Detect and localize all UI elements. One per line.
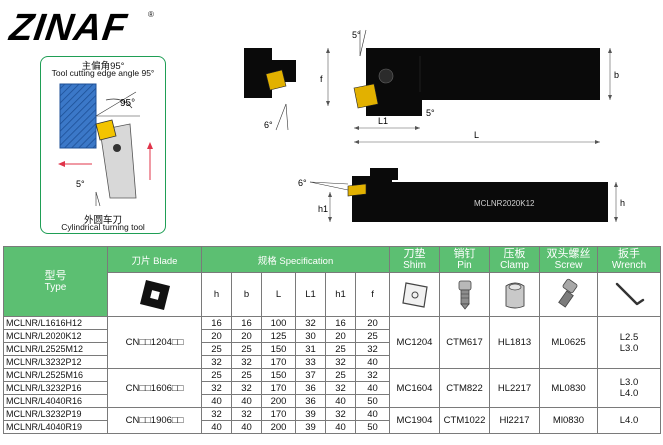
info-title-cn: 主偏角95° bbox=[81, 61, 125, 72]
tool-label: MCLNR2020K12 bbox=[474, 199, 535, 208]
table-row: MCLNR/L2525M12 25 25 150 31 25 32 bbox=[3, 342, 661, 356]
cutting-angle-diagram: 95° 5° bbox=[58, 83, 153, 207]
header-spec: 规格 Specification bbox=[200, 246, 391, 273]
shim-cell: MC1204 bbox=[389, 316, 441, 369]
sub-f: f bbox=[354, 272, 391, 317]
clamp-cell: Hl2217 bbox=[489, 407, 541, 434]
detail-holder-shape bbox=[244, 48, 272, 98]
wrench-icon-cell bbox=[597, 272, 662, 317]
screw-icon-cell bbox=[539, 272, 599, 317]
arrow-up-icon bbox=[147, 142, 153, 149]
shim-cell: MC1904 bbox=[389, 407, 441, 434]
tool-holder-shape bbox=[99, 123, 137, 199]
dim-l-label: L bbox=[474, 130, 479, 140]
clamp-icon bbox=[505, 282, 524, 308]
holder-shank-shape bbox=[420, 48, 600, 100]
holder-insert-shape bbox=[353, 83, 379, 109]
shim-icon bbox=[401, 281, 428, 308]
dim-l1-label: L1 bbox=[378, 116, 388, 126]
wrench-cell: L4.0 bbox=[597, 407, 662, 434]
table-row: MCLNR/L4040R19 40 40 200 39 40 50 bbox=[3, 420, 661, 434]
dim-b-label: b bbox=[614, 70, 619, 80]
detail-insert-shape bbox=[265, 69, 287, 91]
sub-b: b bbox=[231, 272, 262, 317]
blade-icon-cell bbox=[107, 272, 202, 317]
shim-icon-cell bbox=[389, 272, 441, 317]
clamp-cell: HL1813 bbox=[489, 316, 541, 369]
top-view-drawing: 6° f b 5° 5° L1 L bbox=[244, 29, 619, 144]
pin-cell: CTM617 bbox=[439, 316, 491, 369]
angle-left-label: 6° bbox=[264, 120, 273, 130]
side-insert-shape bbox=[347, 183, 367, 197]
screw-cell: ML0625 bbox=[539, 316, 599, 369]
hex-wrench-icon bbox=[615, 282, 645, 305]
pin-icon bbox=[458, 280, 471, 310]
table-row: MCLNR/L1616H12 CN□□1204□□ 16 16 100 32 1… bbox=[3, 316, 662, 369]
sub-l: L bbox=[261, 272, 296, 317]
double-screw-icon bbox=[557, 278, 577, 308]
side-shank-shape bbox=[368, 182, 608, 222]
clamp-icon-cell bbox=[489, 272, 541, 317]
screw-icon bbox=[113, 144, 121, 152]
info-footer-cn: 外圆车刀 bbox=[83, 215, 122, 226]
sub-h: h bbox=[201, 272, 232, 317]
screw-cell: ML0830 bbox=[539, 368, 599, 408]
side-view-drawing: MCLNR2020K12 6° h1 h bbox=[298, 168, 625, 222]
blade-insert-icon bbox=[139, 279, 170, 310]
table-row: MCLNR/L2525M16 CN□□1606□□ 25 25 150 37 2… bbox=[3, 368, 662, 408]
shim-cell: MC1604 bbox=[389, 368, 441, 408]
clamp-cell: HL2217 bbox=[489, 368, 541, 408]
angle-95-label: 95° bbox=[120, 98, 135, 109]
registered-mark: ® bbox=[148, 10, 154, 19]
table-row: MCLNR/L4040R16 40 40 200 36 40 50 bbox=[3, 394, 661, 408]
info-footer-en: Cylindrical turning tool bbox=[61, 222, 145, 232]
pin-icon-cell bbox=[439, 272, 491, 317]
dim-h-label: h bbox=[620, 198, 625, 208]
header-type: 型号 Type bbox=[3, 246, 108, 317]
blade-cell: CN□□1606□□ bbox=[107, 368, 202, 408]
sub-l1: L1 bbox=[295, 272, 326, 317]
workpiece-shape bbox=[59, 83, 97, 149]
dim-h1-label: h1 bbox=[318, 204, 328, 214]
screw-cell: Ml0830 bbox=[539, 407, 599, 434]
pin-cell: CTM1022 bbox=[439, 407, 491, 434]
table-row: MCLNR/L3232P16 32 32 170 36 32 40 bbox=[3, 381, 661, 395]
side-angle-label: 6° bbox=[298, 178, 307, 188]
dim-f-label: f bbox=[320, 74, 323, 84]
insert-shape bbox=[95, 119, 117, 141]
blade-cell: CN□□1906□□ bbox=[107, 407, 202, 434]
pin-cell: CTM822 bbox=[439, 368, 491, 408]
arrow-left-icon bbox=[58, 161, 65, 167]
clamp-screw-icon bbox=[378, 68, 394, 84]
angle-5-label: 5° bbox=[76, 179, 85, 189]
brand-logo: ZINAF bbox=[7, 7, 130, 49]
angle-top-label: 5° bbox=[352, 30, 361, 40]
info-title-en: Tool cutting edge angle 95° bbox=[51, 68, 155, 78]
sub-h1: h1 bbox=[325, 272, 356, 317]
holder-head-shape bbox=[366, 48, 422, 116]
angle-right-label: 5° bbox=[426, 108, 435, 118]
header-blade: 刀片 Blade bbox=[107, 246, 202, 273]
blade-cell: CN□□1204□□ bbox=[107, 316, 202, 369]
table-row: MCLNR/L3232P19 CN□□1906□□ 32 32 170 39 3… bbox=[3, 407, 662, 434]
